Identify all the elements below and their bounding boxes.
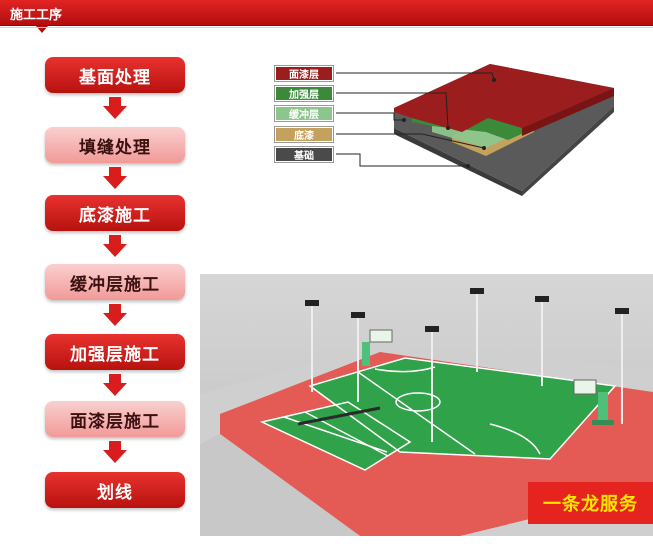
step-label: 划线 — [97, 482, 133, 503]
step-label: 基面处理 — [79, 67, 151, 88]
arrow-down-icon — [103, 441, 127, 463]
section-title: 施工工序 — [10, 8, 63, 23]
legend-label: 加强层 — [289, 90, 319, 101]
step-line-marking: 划线 — [45, 472, 185, 508]
arrow-down-icon — [103, 374, 127, 396]
layer-illustration — [336, 64, 614, 196]
step-label: 面漆层施工 — [70, 411, 160, 432]
layer-cross-section-diagram: 面漆层 加强层 缓冲层 底漆 基础 — [272, 56, 622, 201]
step-cushion-layer: 缓冲层施工 — [45, 264, 185, 300]
step-label: 缓冲层施工 — [70, 274, 160, 295]
legend-reinforcement: 加强层 — [274, 85, 334, 102]
arrow-down-icon — [103, 97, 127, 119]
one-stop-service-badge: 一条龙服务 — [528, 482, 653, 524]
step-label: 填缝处理 — [79, 137, 151, 158]
header-divider — [0, 27, 653, 28]
legend-label: 面漆层 — [289, 70, 319, 81]
step-primer: 底漆施工 — [45, 195, 185, 231]
badge-label: 一条龙服务 — [543, 494, 638, 515]
arrow-down-icon — [103, 235, 127, 257]
step-label: 加强层施工 — [70, 344, 160, 365]
legend-label: 底漆 — [294, 131, 314, 142]
legend-cushion: 缓冲层 — [274, 105, 334, 122]
step-label: 底漆施工 — [79, 205, 151, 226]
step-topcoat-layer: 面漆层施工 — [45, 401, 185, 437]
arrow-down-icon — [103, 304, 127, 326]
step-base-treatment: 基面处理 — [45, 57, 185, 93]
legend-primer: 底漆 — [274, 126, 334, 143]
legend-base: 基础 — [274, 146, 334, 163]
header-bar: 施工工序 — [0, 0, 653, 26]
step-joint-filling: 填缝处理 — [45, 127, 185, 163]
legend-label: 缓冲层 — [289, 110, 319, 121]
step-reinforcement-layer: 加强层施工 — [45, 334, 185, 370]
legend-label: 基础 — [294, 151, 314, 162]
header-notch — [36, 26, 48, 33]
arrow-down-icon — [103, 167, 127, 189]
legend-topcoat: 面漆层 — [274, 65, 334, 82]
